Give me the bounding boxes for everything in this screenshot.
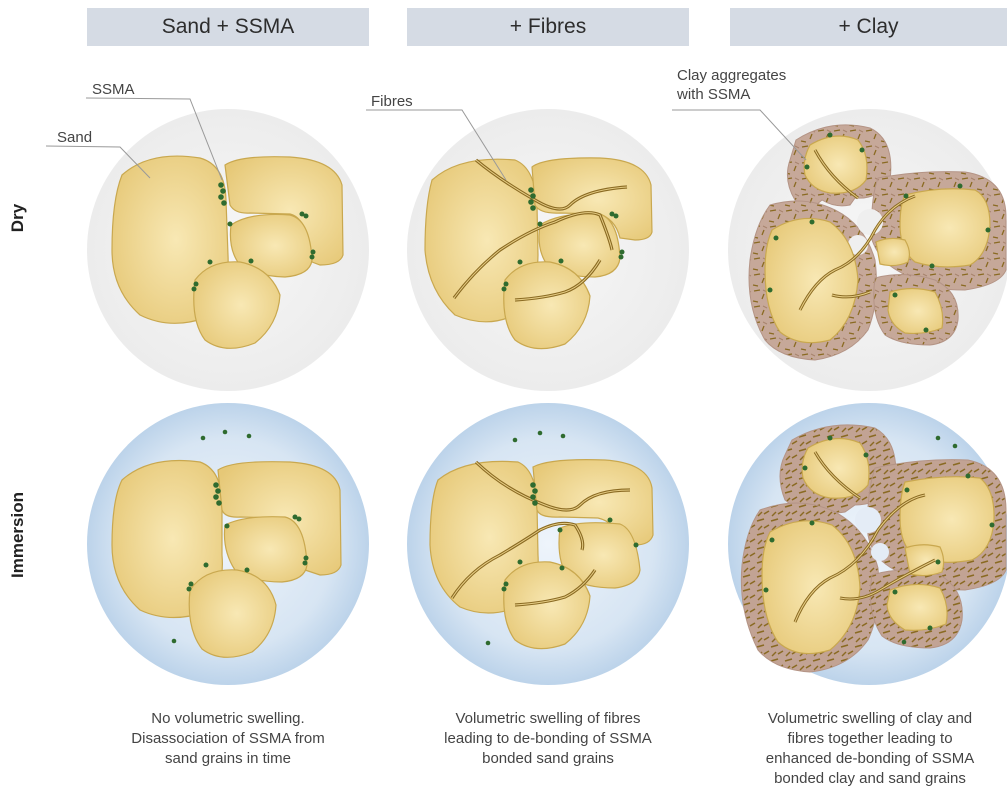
caption-line: Volumetric swelling of clay and	[725, 709, 1007, 729]
caption-line: bonded clay and sand grains	[725, 769, 1007, 789]
caption-clay: Volumetric swelling of clay and fibres t…	[725, 709, 1007, 789]
caption-sand-ssma: No volumetric swelling. Disassociation o…	[83, 709, 373, 769]
caption-line: bonded sand grains	[403, 749, 693, 769]
caption-fibres: Volumetric swelling of fibres leading to…	[403, 709, 693, 769]
callout-clay-line1: Clay aggregates	[677, 66, 786, 85]
caption-line: sand grains in time	[83, 749, 373, 769]
caption-line: enhanced de-bonding of SSMA	[725, 749, 1007, 769]
callout-clay-aggregates: Clay aggregates with SSMA	[677, 66, 786, 104]
caption-line: leading to de-bonding of SSMA	[403, 729, 693, 749]
callout-fibres: Fibres	[371, 92, 413, 111]
caption-line: Disassociation of SSMA from	[83, 729, 373, 749]
caption-line: Volumetric swelling of fibres	[403, 709, 693, 729]
callout-clay-line2: with SSMA	[677, 85, 786, 104]
callout-ssma: SSMA	[92, 80, 135, 99]
callout-sand: Sand	[57, 128, 92, 147]
caption-line: fibres together leading to	[725, 729, 1007, 749]
caption-line: No volumetric swelling.	[83, 709, 373, 729]
